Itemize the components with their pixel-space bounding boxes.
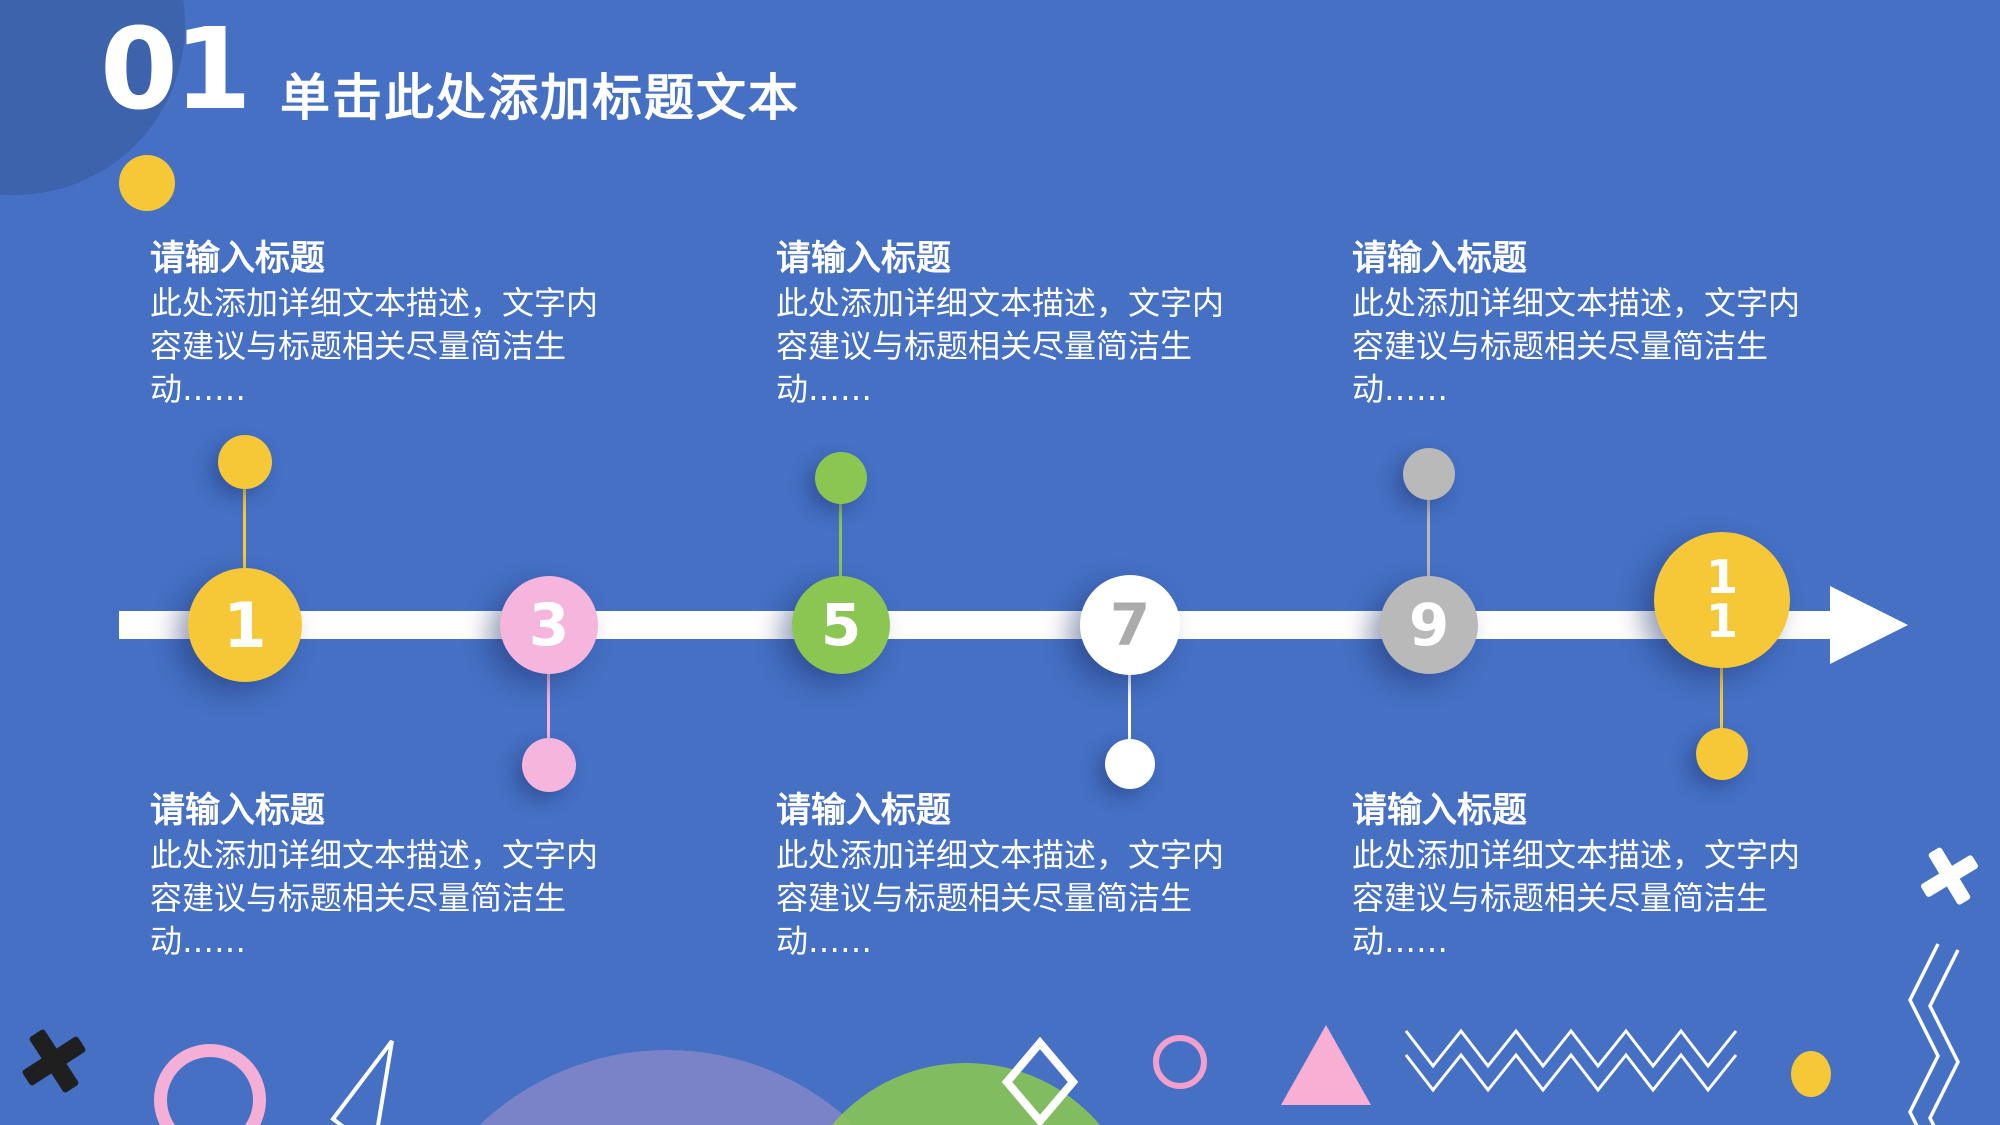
satellite-dot-9 xyxy=(1403,448,1455,500)
stem-node-5 xyxy=(839,504,842,578)
black-x-icon xyxy=(15,1022,93,1100)
stem-node-1 xyxy=(243,489,246,570)
item-title: 请输入标题 xyxy=(1352,791,1528,831)
pink-ring-small-decoration xyxy=(1153,1035,1207,1089)
satellite-dot-5 xyxy=(815,452,867,504)
pink-ring-decoration xyxy=(154,1044,266,1125)
stem-node-11 xyxy=(1720,666,1723,730)
item-title: 请输入标题 xyxy=(776,791,952,831)
timeline-node-9: 9 xyxy=(1380,576,1478,674)
text-block-bottom-3: 请输入标题 此处添加详细文本描述，文字内容建议与标题相关尽量简洁生动…… xyxy=(1352,788,1822,963)
satellite-dot-11 xyxy=(1696,728,1748,780)
triangle-outline-decoration xyxy=(330,1039,394,1125)
section-number: 01 xyxy=(100,5,252,135)
zigzag-horizontal-line-2 xyxy=(1404,1052,1738,1093)
item-body: 此处添加详细文本描述，文字内容建议与标题相关尽量简洁生动…… xyxy=(1352,836,1801,960)
timeline-node-5: 5 xyxy=(792,576,890,674)
node-number: 1 xyxy=(223,588,267,662)
stem-node-7 xyxy=(1128,673,1131,741)
item-body: 此处添加详细文本描述，文字内容建议与标题相关尽量简洁生动…… xyxy=(150,284,599,408)
green-circle-decoration xyxy=(790,1063,1142,1125)
satellite-dot-1 xyxy=(218,435,272,489)
zigzag-vertical-line-2 xyxy=(1928,949,1960,1125)
stem-node-9 xyxy=(1427,500,1430,578)
page-title: 单击此处添加标题文本 xyxy=(280,69,800,127)
text-block-bottom-2: 请输入标题 此处添加详细文本描述，文字内容建议与标题相关尽量简洁生动…… xyxy=(776,788,1246,963)
header-yellow-dot xyxy=(119,155,175,211)
timeline-node-11: 11 xyxy=(1654,532,1790,668)
node-number: 5 xyxy=(820,591,862,659)
text-block-top-2: 请输入标题 此处添加详细文本描述，文字内容建议与标题相关尽量简洁生动…… xyxy=(776,236,1246,411)
node-number: 7 xyxy=(1109,591,1151,659)
item-title: 请输入标题 xyxy=(150,239,326,279)
item-title: 请输入标题 xyxy=(150,791,326,831)
satellite-dot-3 xyxy=(522,738,576,792)
zigzag-horizontal-line-1 xyxy=(1404,1028,1738,1069)
pink-triangle-decoration xyxy=(1281,1025,1371,1105)
item-title: 请输入标题 xyxy=(1352,239,1528,279)
item-body: 此处添加详细文本描述，文字内容建议与标题相关尽量简洁生动…… xyxy=(1352,284,1801,408)
text-block-top-1: 请输入标题 此处添加详细文本描述，文字内容建议与标题相关尽量简洁生动…… xyxy=(150,236,620,411)
timeline-node-1: 1 xyxy=(188,568,302,682)
item-title: 请输入标题 xyxy=(776,239,952,279)
satellite-dot-7 xyxy=(1105,739,1155,789)
node-number: 3 xyxy=(528,591,570,659)
item-body: 此处添加详细文本描述，文字内容建议与标题相关尽量简洁生动…… xyxy=(776,836,1225,960)
stem-node-3 xyxy=(547,670,550,740)
zigzag-vertical-line-1 xyxy=(1908,943,1940,1125)
yellow-dot-decoration xyxy=(1791,1051,1831,1097)
text-block-top-3: 请输入标题 此处添加详细文本描述，文字内容建议与标题相关尽量简洁生动…… xyxy=(1352,236,1822,411)
text-block-bottom-1: 请输入标题 此处添加详细文本描述，文字内容建议与标题相关尽量简洁生动…… xyxy=(150,788,620,963)
node-number: 11 xyxy=(1706,550,1739,648)
node-number: 9 xyxy=(1408,591,1450,659)
timeline-node-7: 7 xyxy=(1080,575,1180,675)
item-body: 此处添加详细文本描述，文字内容建议与标题相关尽量简洁生动…… xyxy=(150,836,599,960)
white-x-icon xyxy=(1913,840,1986,913)
timeline-arrowhead xyxy=(1830,586,1908,664)
timeline-bar xyxy=(119,611,1835,639)
item-body: 此处添加详细文本描述，文字内容建议与标题相关尽量简洁生动…… xyxy=(776,284,1225,408)
timeline-node-3: 3 xyxy=(500,576,598,674)
